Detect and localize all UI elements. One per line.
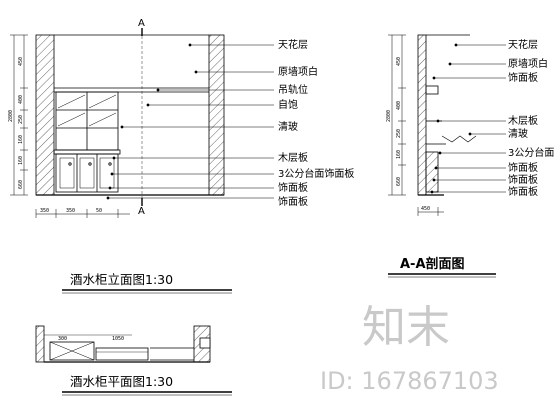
elevation-dim-4: 160 xyxy=(18,156,24,165)
elevation-label-6: 3公分台面饰面板 xyxy=(278,167,354,180)
elevation-right-wall xyxy=(208,34,225,196)
elevation-dim-bottom-2: 50 xyxy=(96,208,102,214)
elevation-dim-0: 450 xyxy=(18,57,24,66)
watermark-id: ID: 167867103 xyxy=(320,367,499,395)
section-mark-top: A xyxy=(138,18,145,29)
section-label-5: 3公分台面 xyxy=(508,146,554,159)
elevation-left-wall xyxy=(35,34,55,196)
section-wall xyxy=(417,34,427,196)
section-dim-bottom-0: 450 xyxy=(421,206,430,212)
elevation-dim-bottom-0: 350 xyxy=(40,208,49,214)
elevation-label-7: 饰面板 xyxy=(278,181,308,194)
elevation-dim-overall: 2800 xyxy=(8,110,14,122)
section-mark-bottom: A xyxy=(138,206,145,217)
elevation-title: 酒水柜立面图1:30 xyxy=(70,272,173,287)
section-title: A-A剖面图 xyxy=(400,256,465,272)
section-label-3: 木层板 xyxy=(508,114,538,127)
plan-dim-0: 300 xyxy=(58,336,67,342)
watermark-logo: 知末 xyxy=(362,302,450,353)
section-lower-cabinet xyxy=(425,151,439,193)
section-dim-overall: 2800 xyxy=(386,110,392,122)
section-label-6: 饰面板 xyxy=(508,161,538,174)
section-dim-0: 450 xyxy=(396,57,402,66)
section-label-0: 天花层 xyxy=(508,38,538,51)
section-label-8: 饰面板 xyxy=(508,185,538,198)
elevation-label-4: 清玻 xyxy=(278,120,298,133)
elevation-dim-5: 660 xyxy=(18,180,24,189)
section-label-4: 清玻 xyxy=(508,127,528,140)
elevation-dim-bottom-1: 350 xyxy=(66,208,75,214)
section-dim-1: 400 xyxy=(396,101,402,110)
elevation-label-2: 吊轨位 xyxy=(278,83,308,96)
section-drawing xyxy=(388,34,477,216)
plan-cabinet xyxy=(49,341,95,361)
elevation-label-8: 饰面板 xyxy=(278,195,308,208)
elevation-lower-cabinet xyxy=(55,153,119,193)
plan-left-wall xyxy=(35,325,45,363)
section-dim-3: 160 xyxy=(396,150,402,159)
elevation-label-3: 自饱 xyxy=(278,98,298,111)
section-dim-2: 250 xyxy=(396,129,402,138)
elevation-label-5: 木层板 xyxy=(278,151,308,164)
elevation-leaders xyxy=(106,43,274,200)
elevation-label-0: 天花层 xyxy=(278,38,308,51)
elevation-label-1: 原墙项白 xyxy=(278,65,318,78)
plan-dim-1: 1050 xyxy=(112,336,124,342)
elevation-drawing xyxy=(10,28,225,218)
elevation-dim-2: 250 xyxy=(18,115,24,124)
elevation-dim-1: 400 xyxy=(18,95,24,104)
elevation-counter xyxy=(53,149,121,155)
section-label-1: 原墙项白 xyxy=(508,57,548,70)
plan-drawing xyxy=(35,325,211,363)
section-label-2: 饰面板 xyxy=(508,71,538,84)
section-label-7: 饰面板 xyxy=(508,173,538,186)
plan-title: 酒水柜平面图1:30 xyxy=(70,374,173,389)
section-leaders xyxy=(430,43,506,194)
section-dim-4: 660 xyxy=(396,177,402,186)
elevation-dim-3: 160 xyxy=(18,135,24,144)
